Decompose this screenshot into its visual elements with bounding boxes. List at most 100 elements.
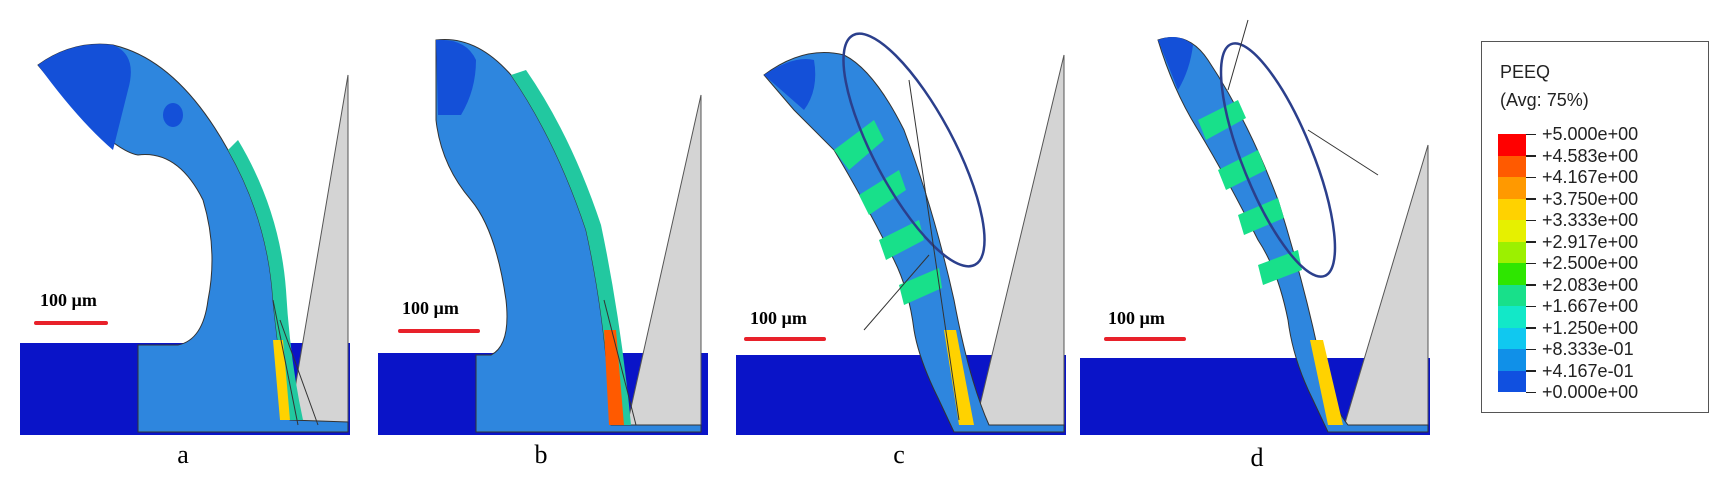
legend-value: +2.500e+00: [1542, 253, 1639, 273]
flow-line: [279, 319, 319, 426]
legend-tick: [1526, 391, 1536, 394]
chip-spot: [163, 103, 183, 127]
panel-d: 100 µm d: [1078, 0, 1438, 493]
legend-tick: [1526, 262, 1536, 265]
peeq-legend: PEEQ (Avg: 75%) +5.000e+00+4.583e+00+4.1…: [1481, 41, 1709, 413]
legend-title: PEEQ: [1500, 62, 1551, 82]
flow-line: [1227, 19, 1249, 91]
legend-swatch: [1498, 198, 1526, 220]
legend-value: +2.917e+00: [1542, 231, 1639, 252]
shear-zone-hot: [273, 340, 290, 420]
panel-d-simulation: [1080, 19, 1430, 435]
highlight-ellipse: [842, 32, 986, 268]
tool: [287, 74, 349, 431]
shear-band: [1218, 150, 1266, 190]
scale-bar: [1104, 337, 1186, 341]
legend-swatch: [1498, 370, 1526, 392]
legend-swatch: [1498, 220, 1526, 242]
legend-value: +5.000e+00: [1542, 124, 1639, 144]
legend-tick: [1526, 348, 1536, 351]
scale-bar: [744, 337, 826, 341]
legend-tick: [1526, 327, 1536, 329]
shear-band: [1258, 250, 1302, 285]
tool: [625, 94, 702, 431]
legend-value-row: +5.000e+00: [1526, 124, 1638, 145]
legend-value: +4.167e+00: [1542, 167, 1639, 187]
legend-value-row: +2.083e+00: [1526, 275, 1638, 296]
flow-line: [603, 299, 637, 426]
scale-label: 100 µm: [750, 308, 807, 328]
legend-value: +1.250e+00: [1542, 317, 1639, 338]
legend-value-row: +4.167e-01: [1526, 361, 1634, 382]
legend-tick: [1526, 284, 1536, 286]
shear-zone: [228, 140, 303, 420]
legend-value: +3.333e+00: [1542, 210, 1639, 230]
shear-zone-hot: [944, 330, 974, 425]
panel-label: c: [893, 440, 905, 469]
shear-zone-hot: [604, 330, 624, 425]
highlight-ellipse: [1219, 42, 1337, 278]
legend-value-row: +3.750e+00: [1526, 189, 1638, 210]
chip-dark-region: [764, 59, 816, 110]
shear-band: [899, 268, 942, 305]
legend-value-row: +8.333e-01: [1526, 339, 1634, 360]
shear-band: [1198, 100, 1246, 140]
legend-swatch: [1498, 134, 1526, 156]
scale-bar: [34, 321, 108, 325]
legend-value: +2.083e+00: [1542, 274, 1639, 295]
legend-tick: [1526, 155, 1536, 157]
panel-label: d: [1250, 443, 1264, 472]
legend-value-row: +1.250e+00: [1526, 318, 1638, 339]
legend-value: +3.750e+00: [1542, 188, 1639, 209]
shear-band: [859, 170, 906, 215]
panel-label: a: [177, 440, 189, 469]
chip-dark-region: [1158, 36, 1193, 90]
legend-swatch: [1498, 327, 1526, 349]
flow-line: [863, 254, 930, 331]
legend-swatch: [1498, 177, 1526, 199]
shear-band: [1238, 198, 1284, 235]
legend-value-row: +4.167e+00: [1526, 167, 1638, 188]
shear-band: [834, 120, 884, 170]
scale-bar: [398, 329, 480, 333]
panel-a-simulation: [20, 43, 350, 435]
legend-tick: [1526, 198, 1536, 200]
legend-value: +4.583e+00: [1542, 145, 1639, 166]
panel-b-simulation: [378, 38, 708, 435]
flow-line: [1307, 129, 1379, 176]
legend-value: +0.000e+00: [1542, 382, 1639, 402]
legend-value: +1.667e+00: [1542, 296, 1639, 316]
tool: [1342, 144, 1429, 431]
legend-subtitle: (Avg: 75%): [1500, 90, 1589, 110]
flow-line: [908, 79, 960, 421]
legend-tick: [1526, 305, 1536, 308]
scale-label: 100 µm: [1108, 308, 1165, 328]
legend-swatch: [1498, 349, 1526, 371]
legend-value-row: +4.583e+00: [1526, 146, 1638, 167]
legend-value-row: +2.500e+00: [1526, 253, 1638, 274]
panel-b: 100 µm b: [376, 0, 711, 493]
legend-color-scale: [1498, 134, 1526, 392]
legend-value-row: +1.667e+00: [1526, 296, 1638, 317]
legend-value: +8.333e-01: [1542, 339, 1634, 359]
legend-tick: [1526, 241, 1536, 243]
legend-swatch: [1498, 263, 1526, 285]
legend-tick: [1526, 133, 1536, 136]
chip-dark-region: [38, 44, 131, 150]
shear-band: [879, 220, 924, 260]
legend-swatch: [1498, 155, 1526, 177]
panel-c-simulation: [736, 32, 1066, 435]
legend-tick: [1526, 176, 1536, 179]
chip-dark-region: [436, 39, 476, 116]
legend-value-row: +0.000e+00: [1526, 382, 1638, 403]
legend-swatch: [1498, 284, 1526, 306]
shear-zone-hot: [1310, 340, 1343, 425]
scale-label: 100 µm: [40, 290, 97, 310]
panel-label: b: [534, 440, 548, 469]
legend-value: +4.167e-01: [1542, 360, 1634, 381]
panel-c: 100 µm c: [734, 0, 1069, 493]
legend-value-row: +2.917e+00: [1526, 232, 1638, 253]
tool: [973, 54, 1065, 431]
flow-line: [272, 299, 299, 426]
legend-swatch: [1498, 306, 1526, 328]
